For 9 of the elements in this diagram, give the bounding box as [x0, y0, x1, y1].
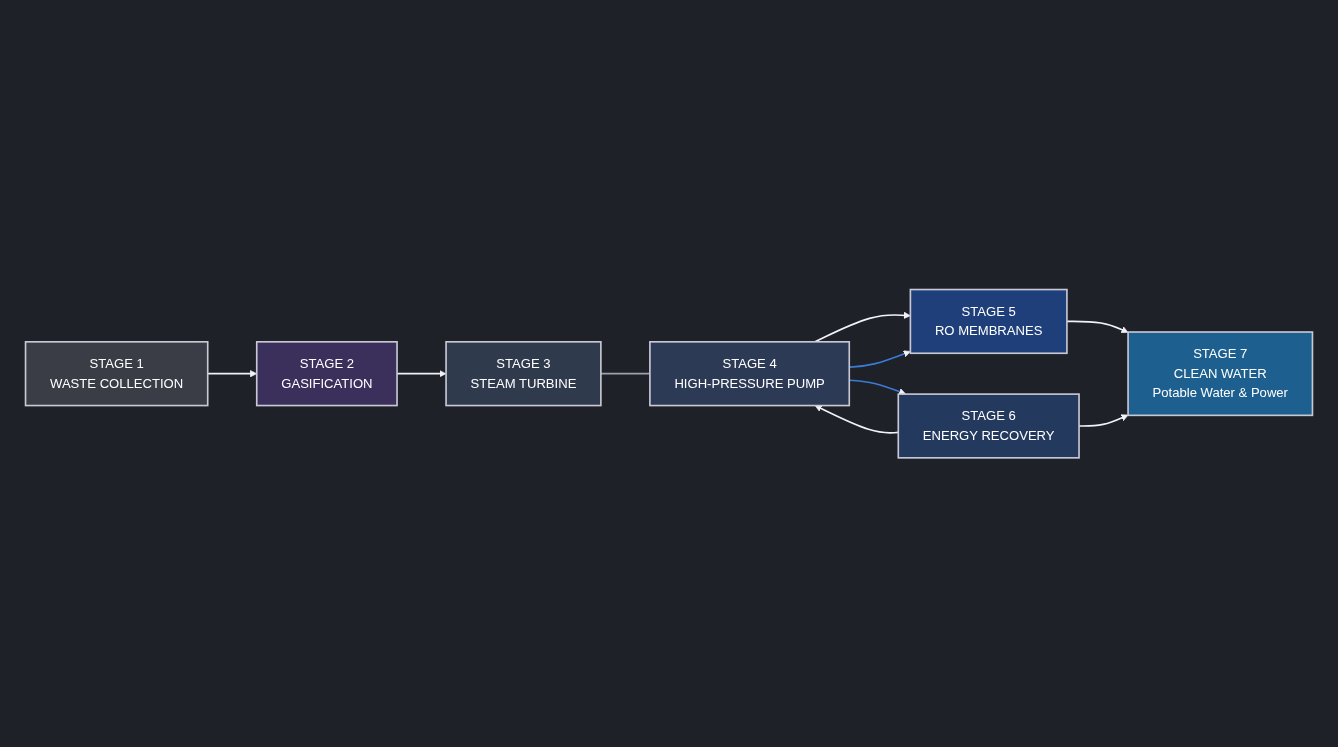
node-box: STAGE 1 WASTE COLLECTION [24, 340, 209, 407]
arrow [1066, 320, 1129, 333]
node-box: STAGE 7 CLEAN WATER Potable Water & Power [1127, 331, 1314, 416]
node-box: STAGE 4 HIGH-PRESSURE PUMP [649, 340, 851, 407]
node-box: STAGE 6 ENERGY RECOVERY [897, 393, 1080, 459]
node-box: STAGE 2 GASIFICATION [255, 340, 398, 407]
node-box: STAGE 3 STEAM TURBINE [445, 340, 602, 407]
node-box: STAGE 5 RO MEMBRANES [909, 288, 1068, 354]
arrow [814, 311, 911, 343]
